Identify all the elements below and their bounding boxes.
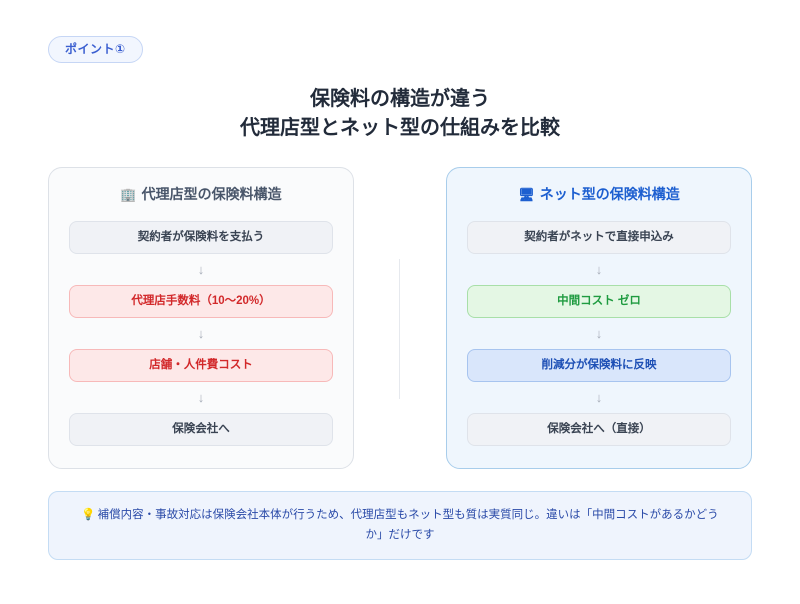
flow-step-box: 店舗・人件費コスト: [69, 348, 333, 382]
footer-note-text: 補償内容・事故対応は保険会社本体が行うため、代理店型もネット型も質は実質同じ。違…: [97, 508, 719, 541]
desktop-computer-icon: 🖥: [518, 187, 535, 202]
flow-arrow-icon: ↓: [197, 389, 205, 405]
flow-step-box: 保険会社へ（直接）: [467, 412, 731, 446]
lightbulb-icon: 💡: [81, 508, 96, 521]
point-badge: ポイント①: [48, 36, 143, 63]
flow-step-box: 契約者がネットで直接申込み: [467, 220, 731, 254]
flow-arrow-icon: ↓: [595, 325, 603, 341]
flow-step-box: 保険会社へ: [69, 412, 333, 446]
panel-net-heading-text: ネット型の保険料構造: [539, 186, 680, 202]
panel-net-type: 🖥 ネット型の保険料構造 契約者がネットで直接申込み ↓ 中間コスト ゼロ ↓ 削…: [446, 167, 752, 469]
flow-arrow-icon: ↓: [595, 261, 603, 277]
flow-step-box: 削減分が保険料に反映: [467, 348, 731, 382]
flow-arrow-icon: ↓: [197, 261, 205, 277]
panel-divider: [399, 259, 400, 399]
panel-agency-heading: 🏢 代理店型の保険料構造: [69, 186, 333, 203]
flow-arrow-icon: ↓: [197, 325, 205, 341]
flow-step-box: 代理店手数料（10〜20%）: [69, 284, 333, 318]
flow-arrow-icon: ↓: [595, 389, 603, 405]
page-title: 保険料の構造が違う 代理店型とネット型の仕組みを比較: [0, 85, 800, 143]
footer-note: 💡補償内容・事故対応は保険会社本体が行うため、代理店型もネット型も質は実質同じ。…: [48, 490, 752, 560]
flow-step-box: 中間コスト ゼロ: [467, 284, 731, 318]
page-title-line-1: 保険料の構造が違う: [310, 88, 490, 110]
comparison-section: 🏢 代理店型の保険料構造 契約者が保険料を支払う ↓ 代理店手数料（10〜20%）…: [48, 167, 752, 469]
panel-agency-type: 🏢 代理店型の保険料構造 契約者が保険料を支払う ↓ 代理店手数料（10〜20%）…: [48, 167, 354, 469]
badge-row: ポイント①: [0, 0, 800, 63]
office-building-icon: 🏢: [120, 187, 137, 202]
flow-step-box: 契約者が保険料を支払う: [69, 220, 333, 254]
panel-agency-heading-text: 代理店型の保険料構造: [141, 186, 282, 202]
panel-net-heading: 🖥 ネット型の保険料構造: [467, 186, 731, 203]
page-title-line-2: 代理店型とネット型の仕組みを比較: [240, 117, 560, 139]
